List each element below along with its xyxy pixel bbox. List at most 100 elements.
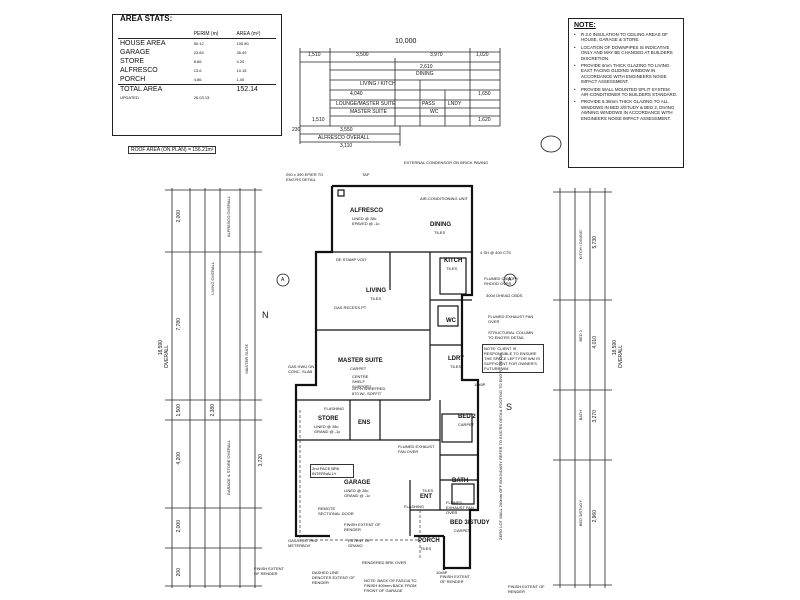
room-garage-finish: LINED @ 28c GRAND @ -1c <box>344 488 371 498</box>
elevation-dim: 1,620 <box>478 117 491 123</box>
elevation-lounge-master: LOUNGE/MASTER SUITE <box>336 101 396 107</box>
elevation-dim: 1,020 <box>476 52 489 58</box>
left-vertical-label: GARAGE & STORE OVERALL <box>226 440 231 496</box>
room-living-finish: TILES <box>370 296 382 301</box>
row-name: STORE <box>120 58 144 65</box>
section-marker-right: A <box>508 277 512 283</box>
room-bath: BATH <box>452 478 469 484</box>
right-vertical-label: BED 3/STUDY <box>578 500 583 527</box>
left-dim: 2,000 <box>176 520 182 533</box>
elevation-dim: 230 <box>292 127 301 133</box>
garage-flashing-label: FLASHING <box>404 504 425 509</box>
total-value: 152.14 <box>234 84 276 94</box>
elevation-dim: 3,550 <box>340 127 353 133</box>
room-master-finish: CARPET <box>350 366 367 371</box>
updated-value: 26.03.13 <box>193 95 210 100</box>
finish-render-label: FINISH EXTENT OF RENDER <box>344 522 381 532</box>
face-brick-label: 2nd FACE BRK INTERNALLY <box>310 464 354 478</box>
elevation-dim: 1,650 <box>478 91 491 97</box>
row-perim: 23.84 <box>193 50 204 55</box>
elevation-living-kitchen: LIVING / KITCH <box>360 81 396 87</box>
section-marker-left: A <box>281 277 285 283</box>
room-bed3-finish: CARPET <box>454 528 471 533</box>
room-garage: GARAGE <box>344 480 371 486</box>
gas-hwu-label: GAS HWU ON CONC. SLAB <box>288 364 315 374</box>
row-area: 10.15 <box>236 68 247 73</box>
elevation-master-suite: MASTER SUITE <box>350 109 387 115</box>
left-dim: 4,200 <box>176 452 182 465</box>
col-perim: PERIM (m) <box>193 31 219 37</box>
room-kitch-finish: TILES <box>446 266 458 271</box>
elevation-dim: 1,510 <box>312 117 325 123</box>
left-dim: 7,780 <box>176 318 182 331</box>
row-area: 35.49 <box>236 50 247 55</box>
room-bed2-finish: CARPET <box>458 422 475 427</box>
wir-label: 2x PH WIREFRED 870 W/- SOFFIT <box>352 386 386 396</box>
notes-list: R 3.0 INSULATION TO CEILING AREAS OF HOU… <box>574 32 678 123</box>
gas-recess-label: GAS RECESS PT. <box>334 305 367 310</box>
room-ldry-finish: TILES <box>450 364 462 369</box>
area-stats-title: AREA STATS: <box>120 14 173 23</box>
room-ens: ENS <box>358 420 371 426</box>
ens-exhaust-label: FLUMED EXHAUST FAN OVER <box>398 444 435 454</box>
row-name: HOUSE AREA <box>118 38 192 48</box>
overall-right-label: OVERALL <box>618 345 624 369</box>
elevation-dim: 2,610 <box>420 64 433 70</box>
sp-label: 10x5P <box>436 570 448 575</box>
dashed-line-note: DASHED LINE DENOTES EXTENT OF RENDER <box>312 570 355 585</box>
elevation-alfresco-overall: ALFRESCO OVERALL <box>318 135 370 141</box>
grid-mark-s: S <box>506 402 513 412</box>
row-perim: 50.12 <box>191 38 235 48</box>
note-item: PROVIDE 6.38mm THICK GLAZING TO ALL WIND… <box>574 99 678 121</box>
elevation-wc: WC <box>430 109 439 115</box>
tap-label: TAP <box>362 172 370 177</box>
room-porch-finish: TILES <box>420 546 432 551</box>
elevation-dim: 3,110 <box>340 143 353 149</box>
finish-render-porch-label: FINISH EXTENT OF RENDER <box>440 574 470 584</box>
room-ent: ENT <box>420 494 432 500</box>
row-name: ALFRESCO <box>120 67 158 74</box>
left-vertical-label: LIVING OVERALL <box>210 262 215 295</box>
finish-render-left-label: FINISH EXTENT OF RENDER <box>254 566 284 576</box>
right-dim: 5,730 <box>592 236 598 249</box>
room-living: LIVING <box>366 288 387 294</box>
row-perim: 8.66 <box>193 59 202 64</box>
room-porch: PORCH <box>418 538 440 544</box>
external-condensor-label: EXTERNAL CONDENSOR ON BRICK PAVING <box>404 160 489 165</box>
room-store: STORE <box>318 416 339 422</box>
flashing-label: FLASHING <box>324 406 345 411</box>
right-vertical-label: BED 2 <box>578 330 583 342</box>
left-vertical-label: MASTER SUITE <box>244 344 249 374</box>
gas-meter-label: GAS/ELECTRIC METERBOX <box>288 538 318 548</box>
bath-exhaust-label: FLUMED EXHAUST FAN OVER <box>446 500 474 515</box>
right-vertical-label: KITCH / DINING <box>578 230 583 260</box>
room-dining-finish: TILES <box>434 230 446 235</box>
updated-label: UPDATED <box>120 95 139 100</box>
right-dim: 3,270 <box>592 410 598 423</box>
room-kitch: KITCH <box>444 258 463 264</box>
elevation-dining: DINING <box>416 71 434 77</box>
left-dim: 200 <box>176 568 182 577</box>
sp-label: 15x5P <box>474 382 486 387</box>
client-note-box: NOTE: CLIENT IS RESPONSIBLE TO ENSURE TH… <box>482 344 544 373</box>
area-stats-table: PERIM (m) AREA (m²) HOUSE AREA 50.12 100… <box>118 30 276 101</box>
flumed-canopy-label: FLUMED CANOPY RHOOD OVER <box>484 276 519 286</box>
room-master-suite: MASTER SUITE <box>338 358 383 364</box>
note-item: LOCATION OF DOWNPIPES IS INDICATIVE ONLY… <box>574 45 678 61</box>
left-vertical-label: ALFRESCO OVERALL <box>226 196 231 238</box>
left-dim-3720: 3,720 <box>258 454 264 467</box>
centre-shelf-label: CENTRE SHELF SUPPORT <box>352 374 372 389</box>
structural-column-label: STRUCTURAL COLUMN TO ENG'RS DETAIL <box>488 330 534 340</box>
note-item: R 3.0 INSULATION TO CEILING AREAS OF HOU… <box>574 32 678 43</box>
room-ent-finish: TILES <box>422 488 434 493</box>
note-item: PROVIDE 6mm THICK GLAZING TO LIVING EAST… <box>574 63 678 85</box>
elevation-dim: 4,040 <box>350 91 363 97</box>
room-alfresco-finish: LINED @ 28c EPAVED @ -1c <box>352 216 380 226</box>
rendered-brick-label: RENDERED BRK OVER <box>362 560 407 565</box>
col-area: AREA (m²) <box>236 31 261 37</box>
row-area: 100.80 <box>234 38 276 48</box>
elevation-lndy: LNDY <box>448 101 462 107</box>
note-item: PROVIDE WALL MOUNTED SPLIT SYSTEM AIR-CO… <box>574 87 678 98</box>
room-store-finish: LINED @ 28c GRAND @ -1c <box>314 424 341 434</box>
remote-door-label: REMOTE SECTIONAL DOOR <box>318 506 354 516</box>
